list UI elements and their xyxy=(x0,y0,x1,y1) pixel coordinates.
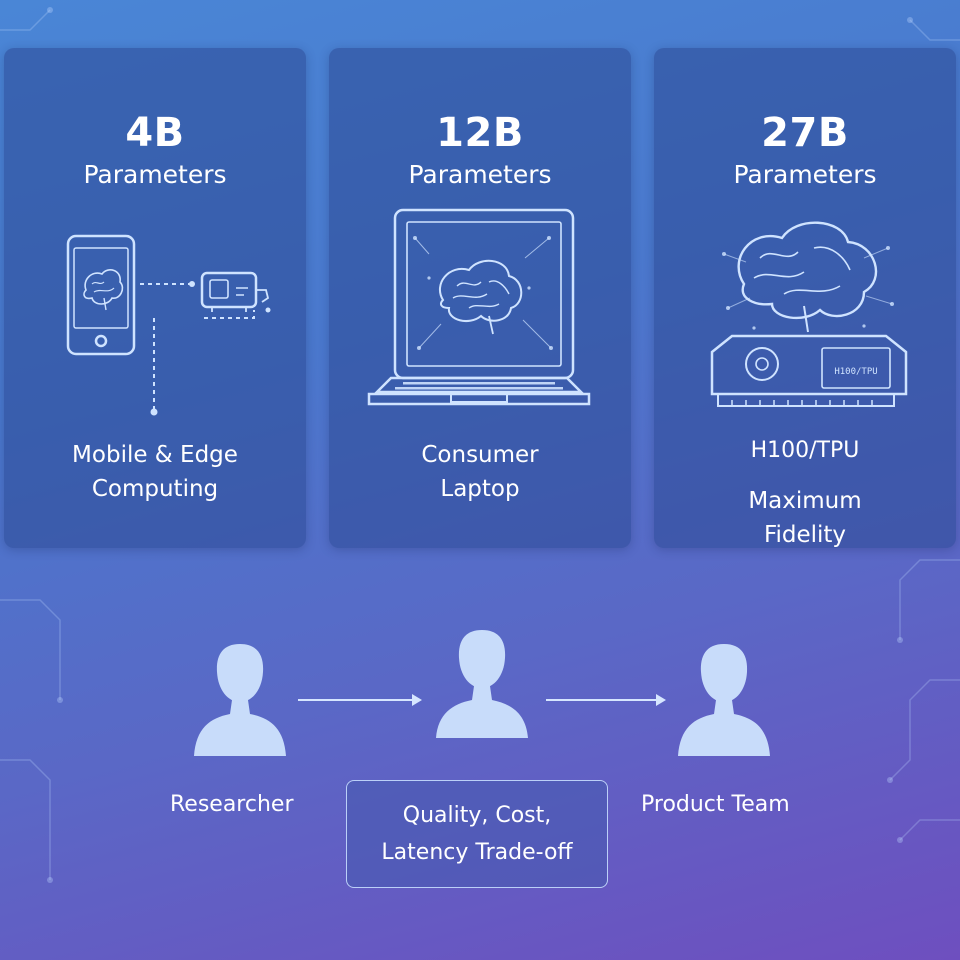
tradeoff-line: Quality, Cost, xyxy=(402,803,552,828)
product-team-label: Product Team xyxy=(641,792,790,817)
model-size: 12B xyxy=(436,110,524,156)
mobile-edge-illustration xyxy=(66,234,271,416)
edge-device-icon xyxy=(200,271,270,312)
gpu-illustration: H100/TPU xyxy=(710,221,908,407)
hardware-label: H100/TPU xyxy=(750,438,860,463)
chip-label: H100/TPU xyxy=(834,367,877,377)
person-icon xyxy=(436,630,528,738)
person-icon xyxy=(678,644,770,756)
model-size: 4B xyxy=(125,110,185,156)
gpu-card-icon xyxy=(710,334,908,407)
description-line: Mobile & Edge xyxy=(72,442,238,468)
model-description: Maximum Fidelity xyxy=(664,484,946,552)
smartphone-brain-icon xyxy=(66,234,136,356)
model-unit: Parameters xyxy=(83,160,227,189)
model-card-12b: 12B Parameters Consum xyxy=(329,48,631,548)
model-card-4b: 4B Parameters xyxy=(4,48,306,548)
model-unit: Parameters xyxy=(733,160,877,189)
description-line: Computing xyxy=(91,476,219,502)
tradeoff-box: Quality, Cost, Latency Trade-off xyxy=(346,780,608,888)
model-card-27b: 27B Parameters H100/TPU xyxy=(654,48,956,548)
model-size: 27B xyxy=(761,110,849,156)
laptop-illustration xyxy=(367,208,591,406)
arrow-right-icon xyxy=(656,694,666,706)
description-line: Consumer xyxy=(421,442,539,468)
model-description: Consumer Laptop xyxy=(339,438,621,506)
tradeoff-line: Latency Trade-off xyxy=(381,840,573,865)
brain-icon xyxy=(737,221,878,333)
model-unit: Parameters xyxy=(408,160,552,189)
person-icon xyxy=(194,644,286,756)
description-line: Maximum xyxy=(748,488,862,514)
description-line: Laptop xyxy=(440,476,520,502)
description-line: Fidelity xyxy=(763,522,847,548)
model-description: Mobile & Edge Computing xyxy=(14,438,296,506)
arrow-right-icon xyxy=(412,694,422,706)
laptop-brain-icon xyxy=(367,208,591,406)
researcher-label: Researcher xyxy=(170,792,294,817)
